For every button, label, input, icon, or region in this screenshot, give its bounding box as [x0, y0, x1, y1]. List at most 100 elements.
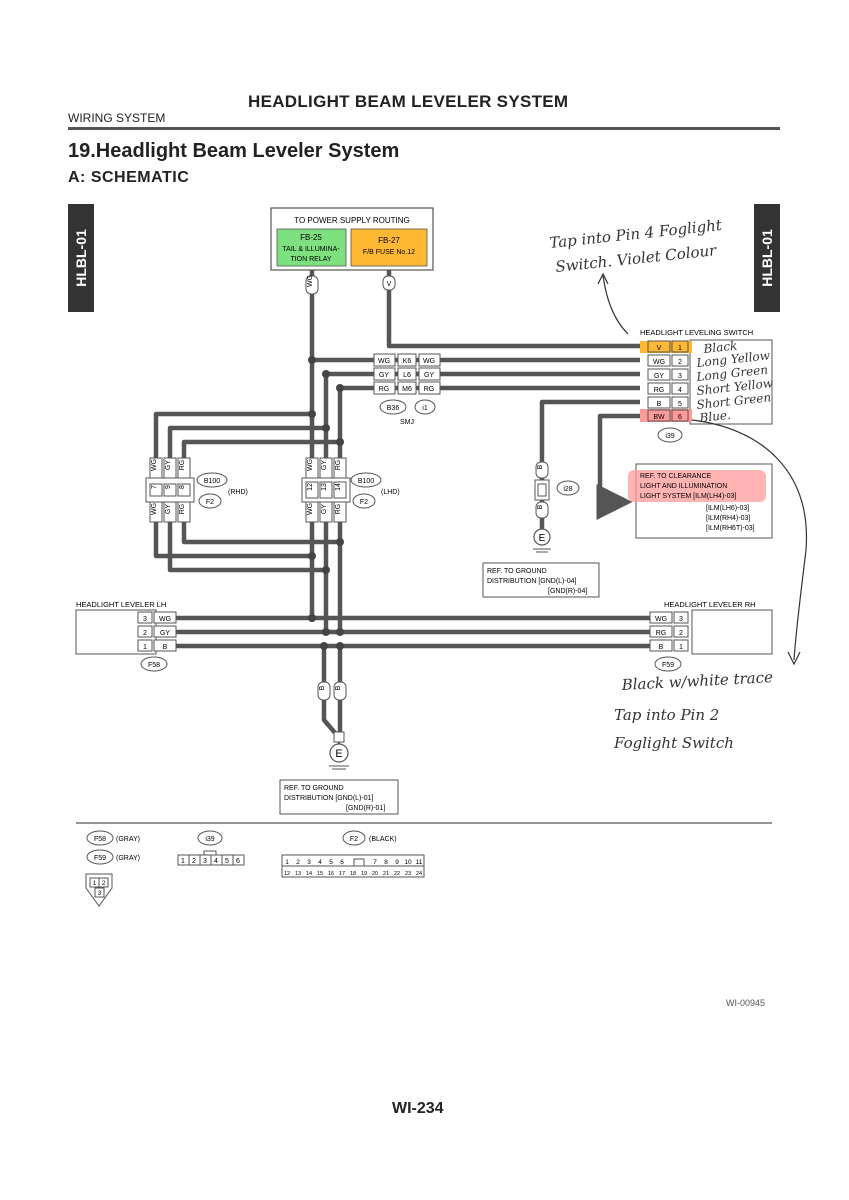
svg-text:3: 3: [203, 858, 207, 865]
svg-text:RG: RG: [379, 386, 390, 393]
svg-text:5: 5: [678, 401, 682, 408]
switch-conn-i39: i39: [665, 433, 674, 440]
fuse-code: FB-27: [378, 236, 400, 245]
svg-text:3: 3: [679, 616, 683, 623]
leveler-rh-conn: F59: [662, 662, 674, 669]
svg-text:DISTRIBUTION [GND(L)-04]: DISTRIBUTION [GND(L)-04]: [487, 578, 577, 585]
smj-row-2: GY L6 GY: [373, 367, 441, 381]
ground-wire-b: B: [335, 685, 342, 690]
svg-text:WG: WG: [307, 459, 314, 471]
svg-text:1: 1: [143, 644, 147, 651]
svg-text:11: 11: [416, 859, 423, 866]
svg-text:19: 19: [361, 871, 367, 877]
smj-label: SMJ: [400, 419, 414, 426]
svg-text:M6: M6: [402, 386, 412, 393]
rhd-conn-f2: F2: [206, 499, 214, 506]
svg-text:F2: F2: [350, 836, 358, 843]
svg-text:(BLACK): (BLACK): [369, 836, 397, 843]
svg-text:5: 5: [329, 859, 333, 866]
svg-text:V: V: [657, 345, 662, 352]
svg-text:(GRAY): (GRAY): [116, 836, 140, 843]
smj-row-3: RG M6 RG: [373, 381, 441, 395]
leveler-lh-conn: F58: [148, 662, 160, 669]
svg-text:16: 16: [328, 871, 334, 877]
svg-text:REF. TO CLEARANCE: REF. TO CLEARANCE: [640, 473, 712, 480]
leveler-lh-row-3: 1 B: [137, 639, 177, 652]
svg-text:2: 2: [143, 630, 147, 637]
svg-text:[ILM(RH6T)-03]: [ILM(RH6T)-03]: [706, 525, 755, 532]
svg-text:22: 22: [394, 871, 400, 877]
leveler-lh-row-2: 2 GY: [137, 625, 177, 638]
svg-text:[GND(R)-01]: [GND(R)-01]: [346, 805, 385, 812]
relay-code: FB-25: [300, 233, 322, 242]
svg-text:GY: GY: [424, 372, 434, 379]
svg-text:8: 8: [179, 485, 186, 489]
leveler-rh-row-1: WG 3: [649, 611, 689, 624]
f2-legend-pins: 1 2 3 4 5 6 7 8 9 10 11 12 13 14 15 16 1…: [281, 854, 425, 878]
switch-pin-row-5: B 5: [647, 396, 689, 409]
svg-text:4: 4: [318, 859, 322, 866]
rhd-connector: WG GY RG 7 9 8 WG GY RG B100 F2 (RHD): [145, 457, 248, 523]
fuse-name: F/B FUSE No.12: [363, 249, 415, 256]
svg-text:[ILM(LH6)-03]: [ILM(LH6)-03]: [706, 505, 749, 512]
i28-ground-symbol: E: [539, 533, 546, 544]
i39-legend-pins: 1 2 3 4 5 6: [177, 850, 245, 866]
page-header-title: HEADLIGHT BEAM LEVELER SYSTEM: [248, 92, 569, 111]
svg-text:WG: WG: [653, 359, 665, 366]
svg-text:1: 1: [181, 858, 185, 865]
side-tab-left: HLBL-01: [68, 204, 94, 312]
svg-text:6: 6: [678, 414, 682, 421]
svg-text:(GRAY): (GRAY): [116, 855, 140, 862]
svg-text:13: 13: [295, 871, 301, 877]
svg-text:23: 23: [405, 871, 411, 877]
ref-ground-box-1: REF. TO GROUND DISTRIBUTION [GND(L)-04] …: [482, 562, 600, 598]
svg-text:L6: L6: [403, 372, 411, 379]
relay-name-1: TAIL & ILLUMINA-: [282, 246, 340, 253]
svg-text:WG: WG: [378, 358, 390, 365]
leveler-rh-title: HEADLIGHT LEVELER RH: [664, 600, 756, 609]
svg-text:RG: RG: [179, 460, 186, 471]
svg-text:RG: RG: [335, 504, 342, 515]
svg-text:GY: GY: [321, 460, 328, 470]
wire-bundle: [153, 270, 650, 736]
svg-text:GY: GY: [160, 630, 170, 637]
ref-clearance-highlight: [628, 470, 766, 502]
svg-text:5: 5: [225, 858, 229, 865]
svg-text:1: 1: [93, 880, 97, 887]
wire-label-wg: WG: [307, 275, 314, 287]
svg-text:[GND(R)-04]: [GND(R)-04]: [548, 588, 587, 595]
lhd-wire-labels-bottom: WG GY RG: [305, 501, 347, 523]
i28-conn: i28: [563, 486, 572, 493]
lhd-wire-labels-top: WG GY RG: [305, 457, 347, 479]
wire-b-ground-a: [321, 646, 338, 736]
leveler-lh-title: HEADLIGHT LEVELER LH: [76, 600, 166, 609]
relay-name-2: TION RELAY: [290, 256, 331, 263]
svg-text:21: 21: [383, 871, 389, 877]
svg-text:2: 2: [678, 359, 682, 366]
doc-id: WI-00945: [726, 998, 766, 1008]
svg-text:17: 17: [339, 871, 345, 877]
leveler-rh-row-2: RG 2: [649, 625, 689, 638]
ref-clearance-box: REF. TO CLEARANCE LIGHT AND ILLUMINATION…: [628, 463, 773, 539]
svg-text:RG: RG: [654, 387, 665, 394]
svg-text:6: 6: [340, 859, 344, 866]
svg-text:14: 14: [335, 483, 342, 491]
switch-pin1-highlight: [640, 341, 692, 353]
svg-text:K6: K6: [403, 358, 412, 365]
relay-highlight: [276, 228, 347, 267]
svg-text:i39: i39: [205, 836, 214, 843]
page-header-subtitle: WIRING SYSTEM: [68, 111, 166, 125]
svg-text:F58: F58: [94, 836, 106, 843]
side-tab-right: HLBL-01: [754, 204, 780, 312]
smj-row-1: WG K6 WG: [373, 353, 441, 367]
smj-conn-b36: B36: [387, 405, 400, 412]
svg-text:2: 2: [192, 858, 196, 865]
svg-text:9: 9: [165, 485, 172, 489]
svg-text:3: 3: [678, 373, 682, 380]
power-wire-labels: WG V: [305, 275, 396, 295]
svg-text:12: 12: [307, 483, 314, 491]
i28-wire-bottom: B: [537, 504, 544, 509]
switch-pin-row-6: BW 6: [647, 409, 689, 422]
bottom-ground-symbol: E: [335, 748, 342, 760]
hand-wire-note-1: Black: [702, 339, 738, 357]
